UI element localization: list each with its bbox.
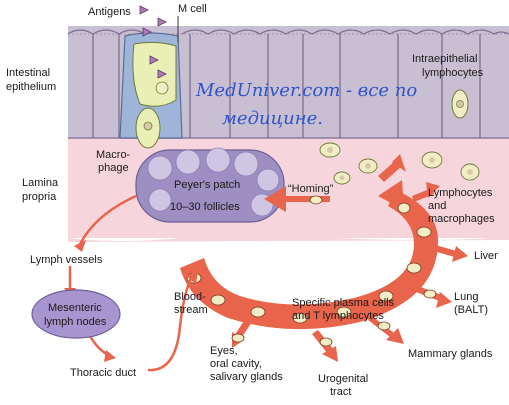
m-cell-lymphocyte (155, 81, 169, 95)
watermark-line-1: MedUniver.com - все по (195, 80, 417, 101)
label-antigens: Antigens (88, 6, 131, 18)
arrow-cells (186, 195, 437, 347)
label-phage: phage (98, 162, 129, 174)
watermark-line-2: медицине. (222, 108, 323, 129)
label-intestinal: Intestinal (6, 67, 50, 79)
label-and: and (428, 200, 446, 212)
label-intraepithelial: Intraepithelial (412, 53, 477, 65)
lamina-cell-nuclei (327, 147, 473, 181)
peyers-follicles (147, 147, 280, 217)
lamina-lower-edge (68, 234, 509, 242)
label-eyes: Eyes, (210, 345, 238, 357)
label-stream: stream (174, 304, 208, 316)
label-liver: Liver (474, 250, 498, 262)
intraepithelial-nucleus (456, 100, 464, 108)
label-lymph-nodes: lymph nodes (44, 316, 107, 328)
label-macrophages: macrophages (428, 213, 495, 225)
label-urogenital: Urogenital (318, 373, 368, 385)
label-peyers-patch: Peyer's patch (174, 179, 240, 191)
label-propria: propria (22, 191, 57, 203)
label-mesenteric: Mesenteric (48, 302, 102, 314)
label-follicles: 10–30 follicles (170, 201, 240, 213)
label-lymphocytes: Lymphocytes (428, 187, 493, 199)
epithelial-cells (67, 29, 509, 138)
label-ie-lymphocytes: lymphocytes (422, 67, 484, 79)
label-mammary-glands: Mammary glands (408, 348, 493, 360)
label-plasma-cells: Specific plasma cells (292, 297, 395, 309)
m-cell-pocket (132, 41, 177, 107)
label-thoracic-duct: Thoracic duct (70, 367, 136, 379)
label-homing: “Homing” (288, 183, 334, 195)
label-macro: Macro- (96, 149, 131, 161)
macrophage-nucleus (143, 121, 153, 131)
label-tract: tract (330, 386, 351, 398)
antigen-triangles (139, 5, 167, 79)
label-epithelium: epithelium (6, 81, 56, 93)
label-lung: Lung (454, 291, 478, 303)
label-blood: Blood- (174, 291, 206, 303)
label-m-cell: M cell (178, 3, 207, 15)
label-t-lymphocytes: and T lymphocytes (292, 310, 384, 322)
label-lamina: Lamina (22, 177, 59, 189)
label-balt: (BALT) (454, 304, 488, 316)
mesenteric-lymph-node (31, 289, 121, 339)
circulation-arrow (180, 154, 468, 362)
label-salivary-glands: salivary glands (210, 371, 283, 383)
label-lymph-vessels: Lymph vessels (30, 254, 103, 266)
label-oral-cavity: oral cavity, (210, 358, 262, 370)
